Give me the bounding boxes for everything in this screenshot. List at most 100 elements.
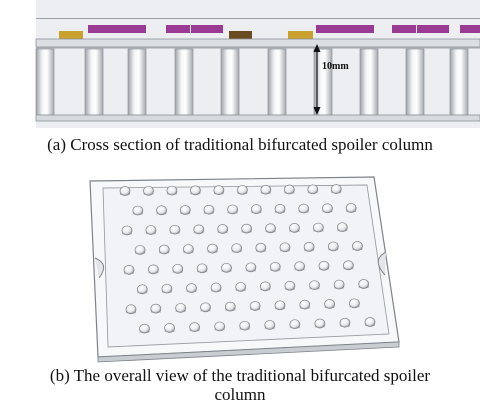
spoiler-pin (265, 223, 276, 234)
spoiler-pin (314, 318, 326, 329)
spoiler-pin (189, 322, 200, 333)
spoiler-pin (196, 263, 208, 274)
spoiler-pin (169, 224, 181, 235)
spoiler-pin (179, 205, 191, 215)
spoiler-pin (132, 205, 144, 216)
spoiler-pin (336, 222, 348, 233)
spoiler-pin (175, 303, 187, 313)
caption-b-line-2: column (214, 385, 266, 404)
spoiler-pin (299, 299, 311, 310)
spoiler-pin (193, 224, 205, 235)
spoiler-pin (313, 222, 324, 233)
spoiler-pin (224, 301, 236, 312)
spoiler-pin (349, 298, 360, 309)
spoiler-pin (239, 320, 251, 331)
spoiler-pin (156, 205, 167, 216)
spoiler-pin (139, 323, 150, 334)
caption-b-line-1: (b) The overall view of the traditional … (49, 366, 431, 385)
spoiler-pin (213, 185, 225, 196)
right-notch (377, 251, 387, 276)
spoiler-pin (150, 303, 162, 314)
spoiler-pin (289, 223, 300, 233)
spoiler-pin (121, 225, 133, 236)
caption-a: (a) Cross section of traditional bifurca… (47, 135, 433, 154)
spoiler-pin (364, 317, 376, 327)
spoiler-pin (237, 185, 248, 195)
dimension-label: 10mm (322, 61, 349, 72)
spoiler-pin (119, 186, 131, 196)
spoiler-column (359, 48, 379, 116)
spoiler-pin (125, 304, 137, 315)
purple-component (316, 25, 374, 33)
gold-component (288, 31, 313, 39)
spoiler-pin (352, 241, 363, 251)
spoiler-pin (358, 279, 370, 289)
base-plate (35, 114, 480, 122)
purple-component (88, 25, 146, 33)
spoiler-column (405, 48, 425, 116)
component-row (59, 25, 480, 39)
plate-bottom-edge (97, 341, 400, 363)
spoiler-pin (190, 185, 201, 196)
spoiler-pin (318, 260, 330, 271)
spoiler-pin (343, 260, 354, 271)
spoiler-pin (145, 225, 157, 235)
spoiler-columns (35, 48, 469, 116)
spoiler-pin (279, 242, 291, 253)
spoiler-pin (345, 203, 357, 213)
spoiler-pin (260, 184, 272, 195)
spoiler-pin (161, 283, 173, 294)
spoiler-pin (259, 281, 271, 292)
spoiler-pin (330, 184, 342, 194)
spoiler-pin (214, 321, 226, 332)
spoiler-pin (249, 301, 261, 311)
spoiler-pin (255, 242, 267, 253)
purple-component (166, 25, 190, 33)
spoiler-pin (274, 300, 286, 311)
spoiler-column (220, 48, 240, 116)
spoiler-pin (309, 280, 320, 291)
spoiler-pin (324, 299, 335, 309)
spoiler-pin (339, 317, 351, 328)
spoiler-pin (227, 204, 238, 215)
spoiler-pin (136, 284, 148, 295)
caption-b: (b) The overall view of the traditional … (0, 366, 480, 404)
spoiler-pin (203, 204, 215, 215)
spoiler-pin (283, 184, 295, 195)
spoiler-pin (217, 224, 229, 234)
spoiler-pin (183, 244, 194, 254)
spoiler-pin (289, 319, 301, 330)
spoiler-pin (284, 280, 296, 291)
spoiler-pin (245, 262, 257, 273)
spoiler-pin (294, 261, 305, 272)
spoiler-pin (269, 261, 281, 272)
spoiler-pin (221, 262, 232, 273)
cross-section-diagram: 10mm (35, 0, 480, 128)
spoiler-pin (200, 302, 211, 313)
dimension-arrow (313, 44, 321, 115)
spoiler-column (449, 48, 469, 116)
spoiler-pin (134, 245, 146, 255)
spoiler-pin (274, 204, 286, 214)
spoiler-pin (264, 320, 276, 330)
spoiler-pin (307, 184, 319, 195)
spoiler-column (127, 48, 147, 116)
spoiler-pin (158, 244, 170, 255)
spoiler-pin (172, 263, 184, 274)
spoiler-column (174, 48, 194, 116)
spoiler-pin (210, 282, 222, 293)
purple-component (392, 25, 416, 33)
purple-component (417, 25, 449, 33)
spoiler-pin (250, 204, 262, 214)
spoiler-column (267, 48, 287, 116)
gold-component (59, 31, 83, 39)
spoiler-pin (207, 243, 218, 254)
spoiler-pin (298, 203, 310, 214)
left-notch (94, 257, 105, 279)
spoiler-pin (303, 242, 315, 252)
spoiler-column (84, 48, 104, 116)
spoiler-pin (164, 323, 175, 333)
spoiler-column (35, 48, 55, 116)
cover-plate (35, 38, 480, 48)
